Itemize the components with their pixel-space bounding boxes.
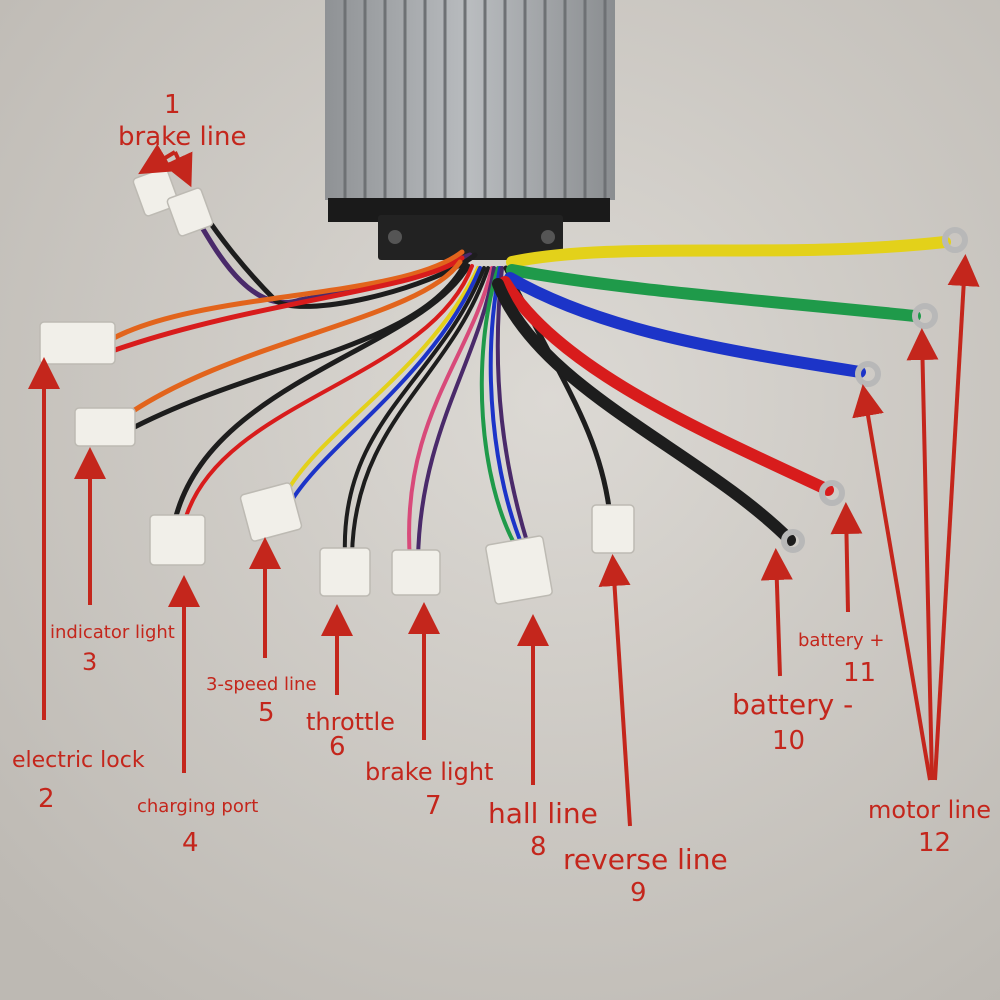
callout-4-label: charging port (137, 796, 259, 817)
controller-housing (325, 0, 615, 260)
wire-harness (107, 207, 951, 562)
callout-8-number: 8 (530, 832, 547, 862)
callout-7-number: 7 (425, 791, 442, 821)
callout-6-label: throttle (306, 708, 395, 736)
callout-11-number: 11 (843, 658, 877, 688)
callout-1-label: brake line (118, 122, 247, 152)
callout-12-number: 12 (918, 828, 952, 858)
callout-2-label: electric lock (12, 748, 145, 773)
callout-8-label: hall line (488, 797, 598, 830)
callout-5-label: 3-speed line (206, 674, 317, 695)
callout-11-label: battery + (798, 630, 885, 651)
callout-9-number: 9 (630, 878, 647, 908)
callout-5-number: 5 (258, 698, 275, 728)
callout-6-number: 6 (329, 732, 346, 762)
callout-4-number: 4 (182, 828, 199, 858)
connectors (39, 167, 635, 605)
callout-12-label: motor line (868, 796, 991, 824)
annotation-arrows (28, 143, 980, 827)
callout-10-number: 10 (772, 726, 806, 756)
callout-3-label: indicator light (50, 622, 175, 643)
callout-7-label: brake light (365, 758, 494, 786)
callout-10-label: battery - (732, 688, 854, 721)
callout-2-number: 2 (38, 784, 55, 814)
callout-1-number: 1 (164, 90, 181, 120)
callout-9-label: reverse line (563, 843, 728, 876)
callout-3-number: 3 (82, 648, 98, 676)
